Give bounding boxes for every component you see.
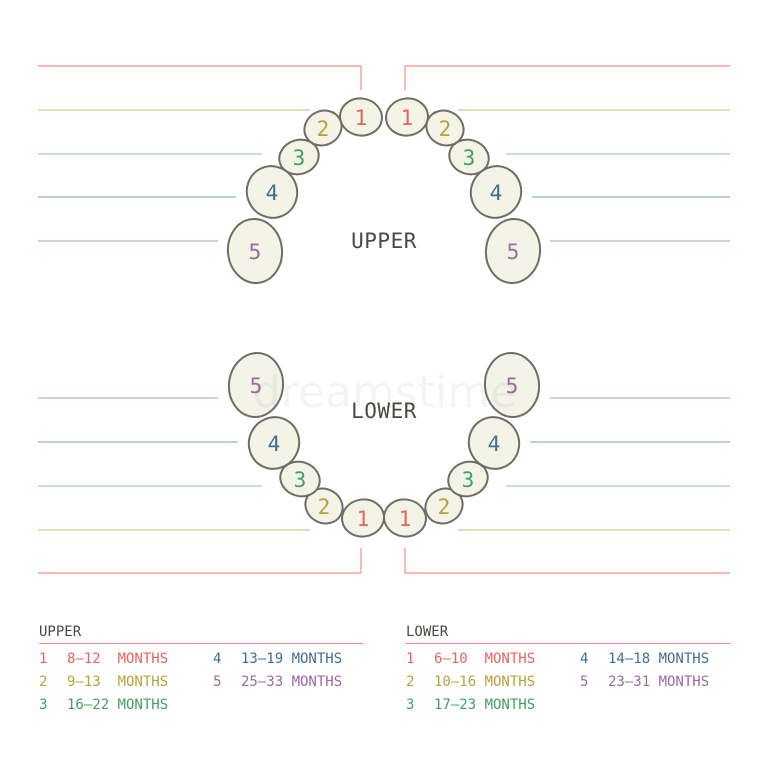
legend-upper-entry-4: 4 13–19 MONTHS [213, 650, 342, 668]
legend-upper-entry-2: 2 9–13 MONTHS [39, 673, 168, 691]
lower-tooth-2-left-number: 2 [318, 495, 331, 519]
upper-tooth-2-left-shape [303, 109, 343, 147]
lower-tooth-5-right: 5 [484, 352, 540, 418]
lower-tooth-4-left: 4 [247, 416, 301, 470]
legend-upper-entry-4-number: 4 [213, 651, 222, 667]
legend-lower-divider [406, 643, 730, 644]
lower-tooth-4-right-shape [467, 416, 521, 470]
legend-upper-divider [39, 643, 363, 644]
legend-upper-entries: 1 8–12 MONTHS 2 9–13 MONTHS 3 16–22 MONTHS 4 13… [39, 650, 363, 725]
legend-lower-entry-5-number: 5 [580, 674, 589, 690]
upper-jaw-label: UPPER [351, 229, 417, 253]
lower-tooth-3-right: 3 [447, 460, 489, 498]
upper-tooth-5-right: 5 [485, 218, 541, 284]
guide-lines [38, 65, 730, 574]
legend-upper-title: UPPER [39, 624, 82, 640]
upper-tooth-4-right-number: 4 [490, 181, 503, 205]
lower-tooth-5-left-shape [228, 352, 284, 418]
legend-upper-entry-3: 3 16–22 MONTHS [39, 696, 168, 714]
lower-tooth-1-left-number: 1 [357, 507, 370, 531]
upper-tooth-2-right: 2 [425, 109, 465, 147]
legend-lower-entries: 1 6–10 MONTHS 2 10–16 MONTHS 3 17–23 MONTHS 4 1… [406, 650, 730, 725]
lower-tooth-4-left-number: 4 [268, 432, 281, 456]
legend-lower-entry-1-months: 6–10 MONTHS [434, 651, 536, 667]
upper-tooth-3-left: 3 [278, 138, 320, 176]
legend-lower-entry-3-months: 17–23 MONTHS [434, 697, 536, 713]
legend-upper-entry-3-number: 3 [39, 697, 48, 713]
legend-upper-entry-5: 5 25–33 MONTHS [213, 673, 342, 691]
legend-lower-entry-2-number: 2 [406, 674, 415, 690]
upper-tooth-3-right: 3 [448, 138, 490, 176]
lower-tooth-4-right-number: 4 [488, 432, 501, 456]
legend-lower-entry-5-months: 23–31 MONTHS [608, 674, 710, 690]
upper-tooth-3-left-number: 3 [293, 146, 306, 170]
upper-tooth-4-right: 4 [469, 165, 523, 219]
upper-tooth-2-left: 2 [303, 109, 343, 147]
upper-tooth-1-right-number: 1 [401, 106, 414, 130]
legend-lower-entry-4: 4 14–18 MONTHS [580, 650, 709, 668]
legend-lower-entry-1: 1 6–10 MONTHS [406, 650, 535, 668]
lower-tooth-5-right-number: 5 [506, 374, 519, 398]
legend-lower-entry-4-number: 4 [580, 651, 589, 667]
lower-tooth-1-right-shape [383, 498, 427, 538]
upper-tooth-5-right-number: 5 [507, 240, 520, 264]
legend-lower-entry-4-months: 14–18 MONTHS [608, 651, 710, 667]
upper-tooth-4-left-shape [245, 165, 299, 219]
upper-tooth-2-left-number: 2 [317, 117, 330, 141]
legend-lower-title: LOWER [406, 624, 449, 640]
legend-lower: LOWER 1 6–10 MONTHS 2 10–16 MONTHS 3 17–23 MO… [406, 623, 730, 725]
upper-tooth-4-right-shape [469, 165, 523, 219]
lower-tooth-4-left-shape [247, 416, 301, 470]
upper-tooth-1-right-shape [385, 97, 429, 137]
upper-tooth-5-left: 5 [227, 218, 283, 284]
legend-upper-entry-2-months: 9–13 MONTHS [67, 674, 169, 690]
legend-upper: UPPER 1 8–12 MONTHS 2 9–13 MONTHS 3 16–22 MON… [39, 623, 363, 725]
lower-tooth-5-left: 5 [228, 352, 284, 418]
lower-tooth-1-right-number: 1 [399, 507, 412, 531]
lower-tooth-1-right: 1 [383, 498, 427, 538]
upper-tooth-1-left: 1 [339, 97, 383, 137]
legend-upper-entry-1-number: 1 [39, 651, 48, 667]
upper-tooth-1-left-shape [339, 97, 383, 137]
legend-lower-entry-3: 3 17–23 MONTHS [406, 696, 535, 714]
upper-tooth-4-left: 4 [245, 165, 299, 219]
upper-tooth-1-left-number: 1 [355, 106, 368, 130]
legend-upper-entry-2-number: 2 [39, 674, 48, 690]
lower-tooth-2-right-number: 2 [438, 495, 451, 519]
upper-tooth-2-right-number: 2 [439, 117, 452, 141]
legend-lower-entry-2-months: 10–16 MONTHS [434, 674, 536, 690]
legend-lower-entry-2: 2 10–16 MONTHS [406, 673, 535, 691]
legend-upper-entry-3-months: 16–22 MONTHS [67, 697, 169, 713]
lower-tooth-5-left-number: 5 [250, 374, 263, 398]
legend-lower-entry-5: 5 23–31 MONTHS [580, 673, 709, 691]
legend-upper-entry-1-months: 8–12 MONTHS [67, 651, 169, 667]
upper-tooth-5-right-shape [485, 218, 541, 284]
lower-tooth-4-right: 4 [467, 416, 521, 470]
legend-upper-entry-5-months: 25–33 MONTHS [241, 674, 343, 690]
legend-upper-entry-4-months: 13–19 MONTHS [241, 651, 343, 667]
upper-tooth-3-right-shape [448, 138, 490, 176]
lower-jaw-label: LOWER [351, 399, 417, 423]
upper-tooth-3-right-number: 3 [463, 146, 476, 170]
upper-tooth-5-left-shape [227, 218, 283, 284]
upper-tooth-2-right-shape [425, 109, 465, 147]
legend-lower-entry-1-number: 1 [406, 651, 415, 667]
legend-lower-entry-3-number: 3 [406, 697, 415, 713]
upper-tooth-3-left-shape [278, 138, 320, 176]
lower-tooth-1-left: 1 [341, 498, 385, 538]
lower-tooth-1-left-shape [341, 498, 385, 538]
upper-tooth-4-left-number: 4 [266, 181, 279, 205]
lower-tooth-3-left-number: 3 [294, 468, 307, 492]
upper-tooth-1-right: 1 [385, 97, 429, 137]
upper-tooth-5-left-number: 5 [249, 240, 262, 264]
lower-tooth-2-left: 2 [304, 487, 344, 525]
legend-upper-entry-1: 1 8–12 MONTHS [39, 650, 168, 668]
legend-upper-entry-5-number: 5 [213, 674, 222, 690]
lower-tooth-3-right-number: 3 [462, 468, 475, 492]
lower-tooth-5-right-shape [484, 352, 540, 418]
